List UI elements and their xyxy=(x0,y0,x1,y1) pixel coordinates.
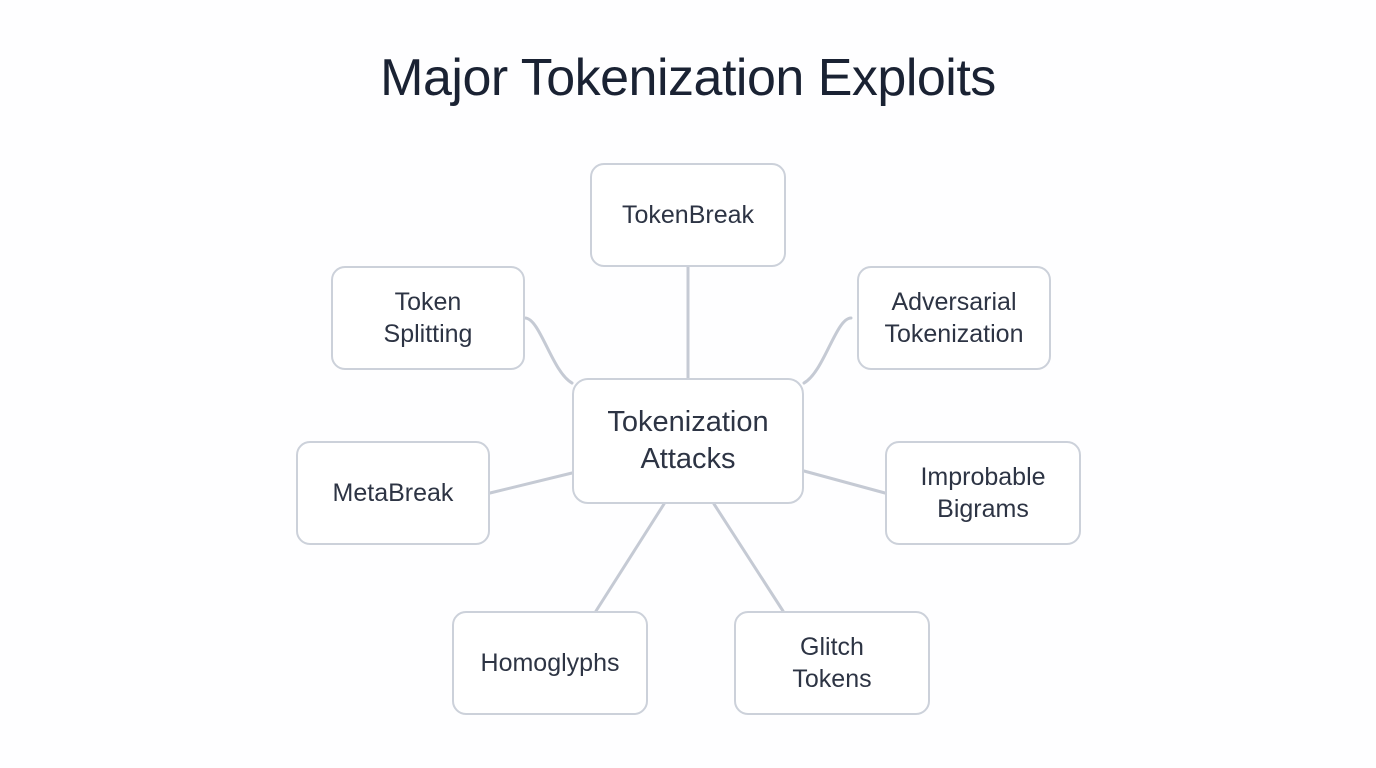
edge-center-metabreak xyxy=(488,471,574,495)
edge-center-adversarial-tokenization xyxy=(802,316,853,385)
edge-center-token-splitting xyxy=(523,316,574,385)
branch-node-tokenbreak[interactable]: TokenBreak xyxy=(590,163,786,267)
edge-center-homoglyphs xyxy=(594,502,666,613)
page-title: Major Tokenization Exploits xyxy=(380,49,996,107)
central-node-tokenization-attacks[interactable]: Tokenization Attacks xyxy=(572,378,804,504)
node-label: Improbable Bigrams xyxy=(920,463,1046,523)
node-label: Adversarial Tokenization xyxy=(884,288,1024,348)
branch-node-token-splitting[interactable]: Token Splitting xyxy=(331,266,525,370)
node-label: MetaBreak xyxy=(332,479,454,507)
branch-node-homoglyphs[interactable]: Homoglyphs xyxy=(452,611,648,715)
node-label: Glitch Tokens xyxy=(792,633,872,693)
node-label: TokenBreak xyxy=(621,201,755,229)
edge-center-improbable-bigrams xyxy=(802,469,887,495)
node-label: Tokenization Attacks xyxy=(607,405,769,475)
node-label: Homoglyphs xyxy=(480,649,620,677)
branch-node-improbable-bigrams[interactable]: Improbable Bigrams xyxy=(885,441,1081,545)
branch-node-metabreak[interactable]: MetaBreak xyxy=(296,441,490,545)
node-label: Token Splitting xyxy=(383,288,473,348)
branch-node-glitch-tokens[interactable]: Glitch Tokens xyxy=(734,611,930,715)
branch-node-adversarial-tokenization[interactable]: Adversarial Tokenization xyxy=(857,266,1051,370)
edge-center-glitch-tokens xyxy=(712,502,785,613)
